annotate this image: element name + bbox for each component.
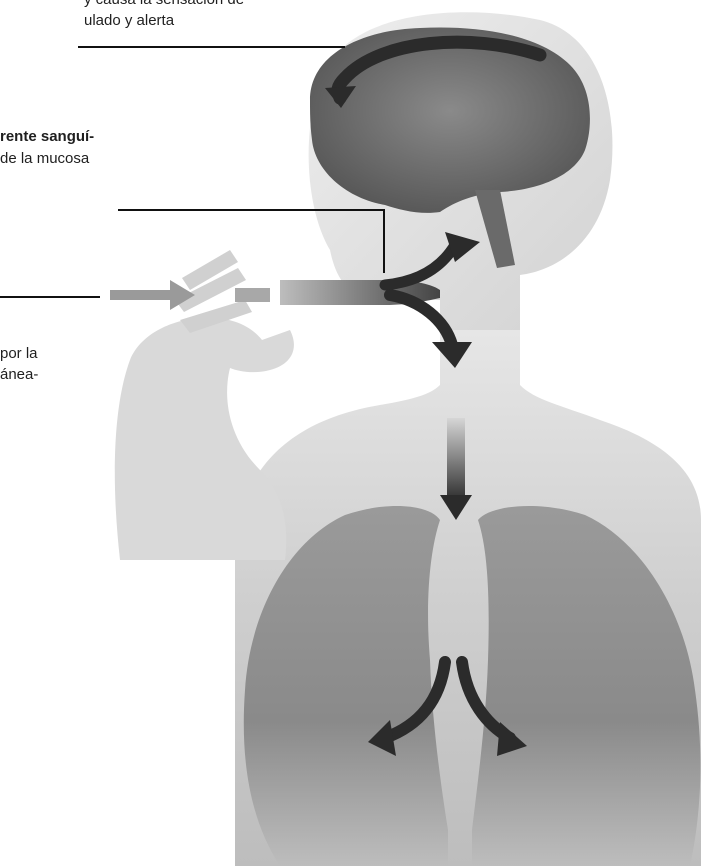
caption-skin-line2: ánea-: [0, 366, 38, 384]
caption-skin-line1: por la: [0, 345, 38, 363]
caption-mucosa-line2: de la mucosa: [0, 150, 89, 168]
caption-brain-line1: y causa la sensación de: [84, 0, 244, 9]
caption-mucosa-line1: rente sanguí-: [0, 128, 94, 146]
caption-brain-line2: ulado y alerta: [84, 12, 174, 30]
